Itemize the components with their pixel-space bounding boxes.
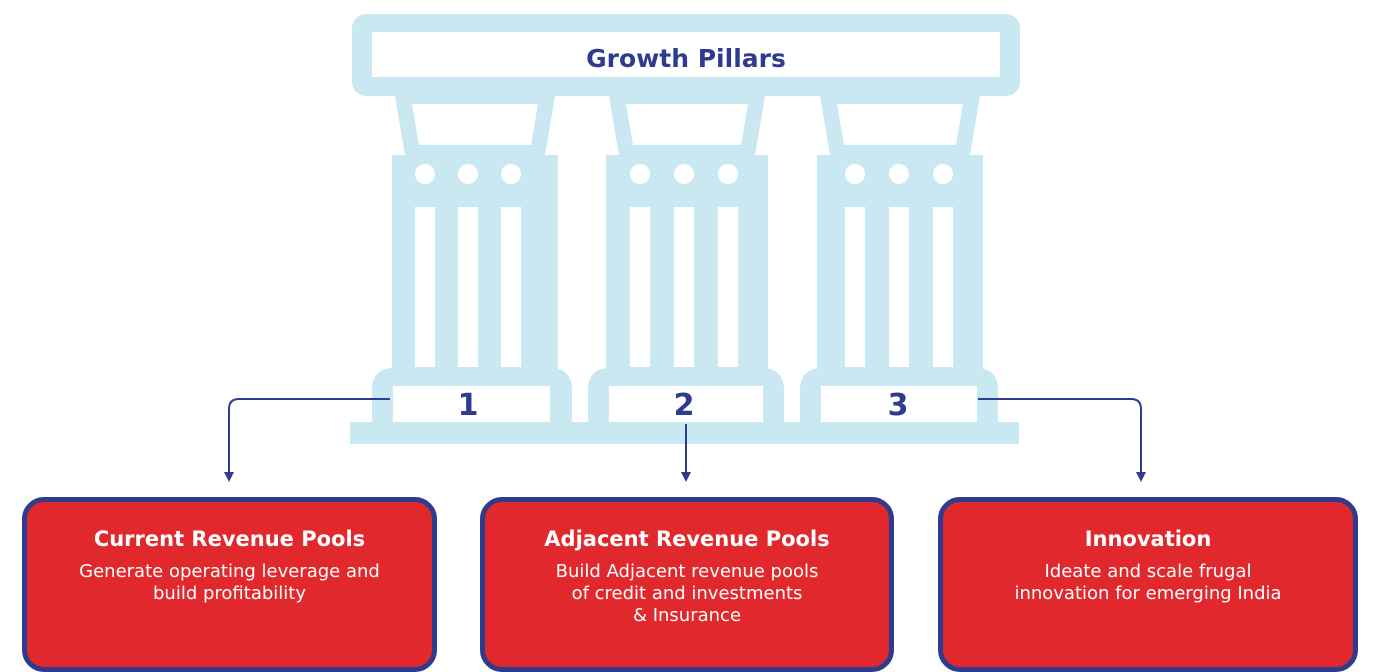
pillar-1: 1	[372, 96, 572, 423]
outcome-description: Ideate and scale frugal innovation for e…	[1014, 561, 1282, 604]
outcome-box-current-revenue: Current Revenue Pools Generate operating…	[22, 497, 437, 672]
temple-illustration: Growth Pillars 1	[224, 14, 1146, 482]
outcome-heading: Innovation	[1084, 527, 1212, 551]
pillar-number: 3	[888, 388, 909, 423]
pillar-number: 1	[458, 388, 479, 423]
growth-pillars-diagram: Growth Pillars 1	[22, 14, 1358, 672]
outcome-heading: Adjacent Revenue Pools	[544, 527, 830, 551]
pillar-3: 3	[800, 96, 998, 423]
diagram-title: Growth Pillars	[586, 44, 786, 73]
base-slab	[350, 422, 1019, 444]
roof: Growth Pillars	[352, 14, 1020, 96]
outcome-description: Build Adjacent revenue pools of credit a…	[555, 561, 819, 626]
outcome-description: Generate operating leverage and build pr…	[79, 561, 380, 604]
pillar-2: 2	[588, 96, 784, 423]
outcome-box-adjacent-revenue: Adjacent Revenue Pools Build Adjacent re…	[480, 497, 894, 672]
outcome-box-innovation: Innovation Ideate and scale frugal innov…	[938, 497, 1358, 672]
pillar-number: 2	[674, 388, 695, 423]
connector-arrow-3	[978, 398, 1146, 482]
outcome-heading: Current Revenue Pools	[93, 527, 366, 551]
connector-arrow-1	[224, 398, 390, 482]
